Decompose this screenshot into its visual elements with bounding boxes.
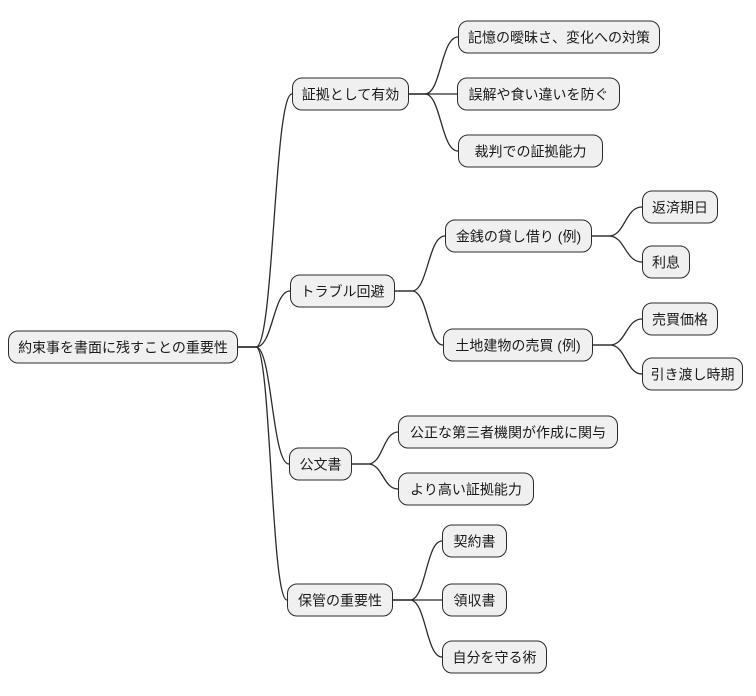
node-court-evidence: 裁判での証拠能力: [458, 134, 603, 168]
node-interest: 利息: [642, 245, 690, 279]
node-delivery-timing: 引き渡し時期: [642, 357, 743, 391]
node-real-estate-sale-example: 土地建物の売買 (例): [443, 328, 593, 362]
node-official-document: 公文書: [289, 447, 352, 481]
node-higher-evidence-capability: より高い証拠能力: [398, 472, 534, 506]
node-storage-importance: 保管の重要性: [287, 583, 393, 617]
node-repayment-date: 返済期日: [642, 190, 718, 224]
node-receipt: 領収書: [442, 583, 507, 617]
node-trouble-avoidance: トラブル回避: [290, 274, 395, 308]
node-sale-price: 売買価格: [642, 302, 718, 336]
node-money-lending-example: 金銭の貸し借り (例): [445, 219, 592, 253]
node-contract-document: 契約書: [442, 524, 507, 558]
node-memory-ambiguity: 記憶の曖昧さ、変化への対策: [458, 20, 660, 54]
node-root: 約束事を書面に残すことの重要性: [8, 330, 238, 364]
node-prevent-misunderstanding: 誤解や食い違いを防ぐ: [457, 77, 620, 111]
node-third-party-involvement: 公正な第三者機関が作成に関与: [398, 415, 618, 449]
node-evidence-validity: 証拠として有効: [292, 77, 409, 111]
node-self-protection: 自分を守る術: [442, 640, 547, 674]
